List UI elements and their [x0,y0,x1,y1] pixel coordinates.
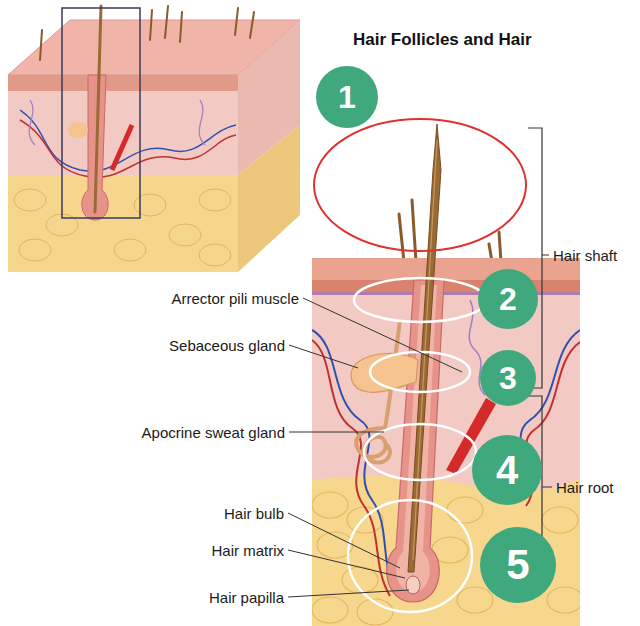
callout-circle: 3 [480,350,536,406]
skin-block-inset [8,6,300,272]
leader-lines [288,298,462,597]
callout-number: 4 [496,450,518,490]
callout-number: 3 [499,362,517,394]
part-label: Hair shaft [553,247,617,264]
part-label: Arrector pili muscle [171,290,299,307]
callout-number: 1 [338,81,356,113]
callout-circle: 1 [316,66,378,128]
hair-highlight [413,140,437,560]
callout-circle: 4 [472,435,542,505]
part-label: Sebaceous gland [169,337,285,354]
callout-number: 2 [499,283,517,315]
part-label: Apocrine sweat gland [142,424,285,441]
part-label: Hair bulb [224,505,284,522]
part-label: Hair papilla [209,589,284,606]
diagram-title: Hair Follicles and Hair [353,30,532,50]
part-label: Hair matrix [211,542,284,559]
bracket [528,128,549,388]
part-label: Hair root [556,479,614,496]
surface-hairs [399,200,501,262]
skin-section [312,258,580,626]
callout-circle: 2 [478,269,538,329]
callout-number: 5 [506,544,529,586]
highlight-ellipse [314,119,526,251]
callout-circle: 5 [480,527,556,603]
